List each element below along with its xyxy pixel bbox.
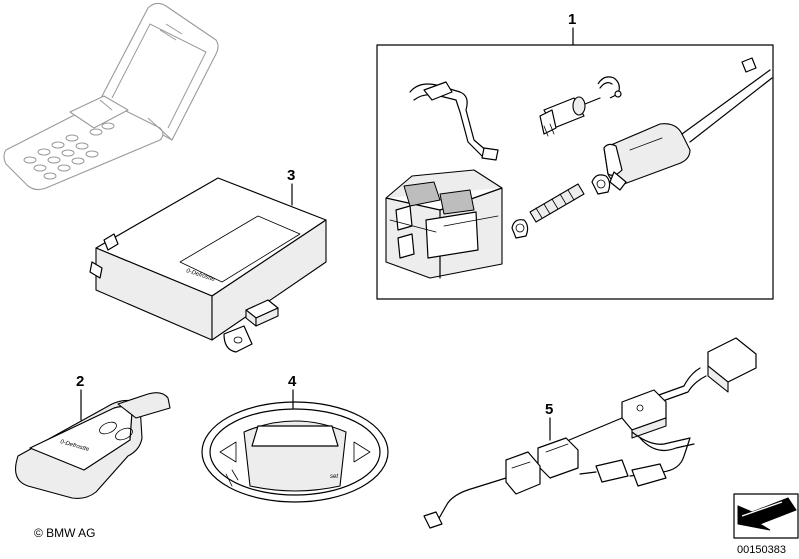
callout-3: 3 bbox=[287, 167, 295, 206]
copyright-text: © BMW AG bbox=[34, 526, 96, 540]
orientation-arrow-icon bbox=[733, 493, 799, 539]
callout-number-3: 3 bbox=[287, 167, 295, 184]
heater-unit bbox=[385, 169, 503, 279]
display-panel: set bbox=[201, 401, 389, 503]
display-label-text: set bbox=[330, 474, 338, 480]
kit-frame bbox=[376, 44, 774, 300]
mobile-phone bbox=[3, 2, 219, 191]
clamp-lower bbox=[511, 174, 611, 239]
callout-5: 5 bbox=[545, 401, 553, 441]
control-unit: 0-Defrostte bbox=[89, 177, 327, 353]
corrugated-hose bbox=[529, 183, 585, 223]
heater-kit-group bbox=[376, 44, 774, 300]
remote-control: 0-Defrostte bbox=[15, 392, 171, 499]
exhaust-muffler bbox=[603, 57, 773, 191]
callout-number-5: 5 bbox=[545, 401, 553, 418]
callout-1: 1 bbox=[568, 11, 576, 46]
metering-pump bbox=[539, 96, 601, 137]
callout-4: 4 bbox=[288, 373, 297, 409]
callout-number-2: 2 bbox=[76, 373, 84, 390]
clamp-upper bbox=[597, 76, 622, 99]
diagnostic-cable bbox=[423, 337, 757, 529]
callout-number-4: 4 bbox=[288, 373, 297, 390]
fuel-pipe bbox=[409, 81, 499, 161]
document-number: 00150383 bbox=[737, 544, 786, 556]
callout-number-1: 1 bbox=[568, 11, 576, 28]
callout-2: 2 bbox=[76, 373, 84, 421]
